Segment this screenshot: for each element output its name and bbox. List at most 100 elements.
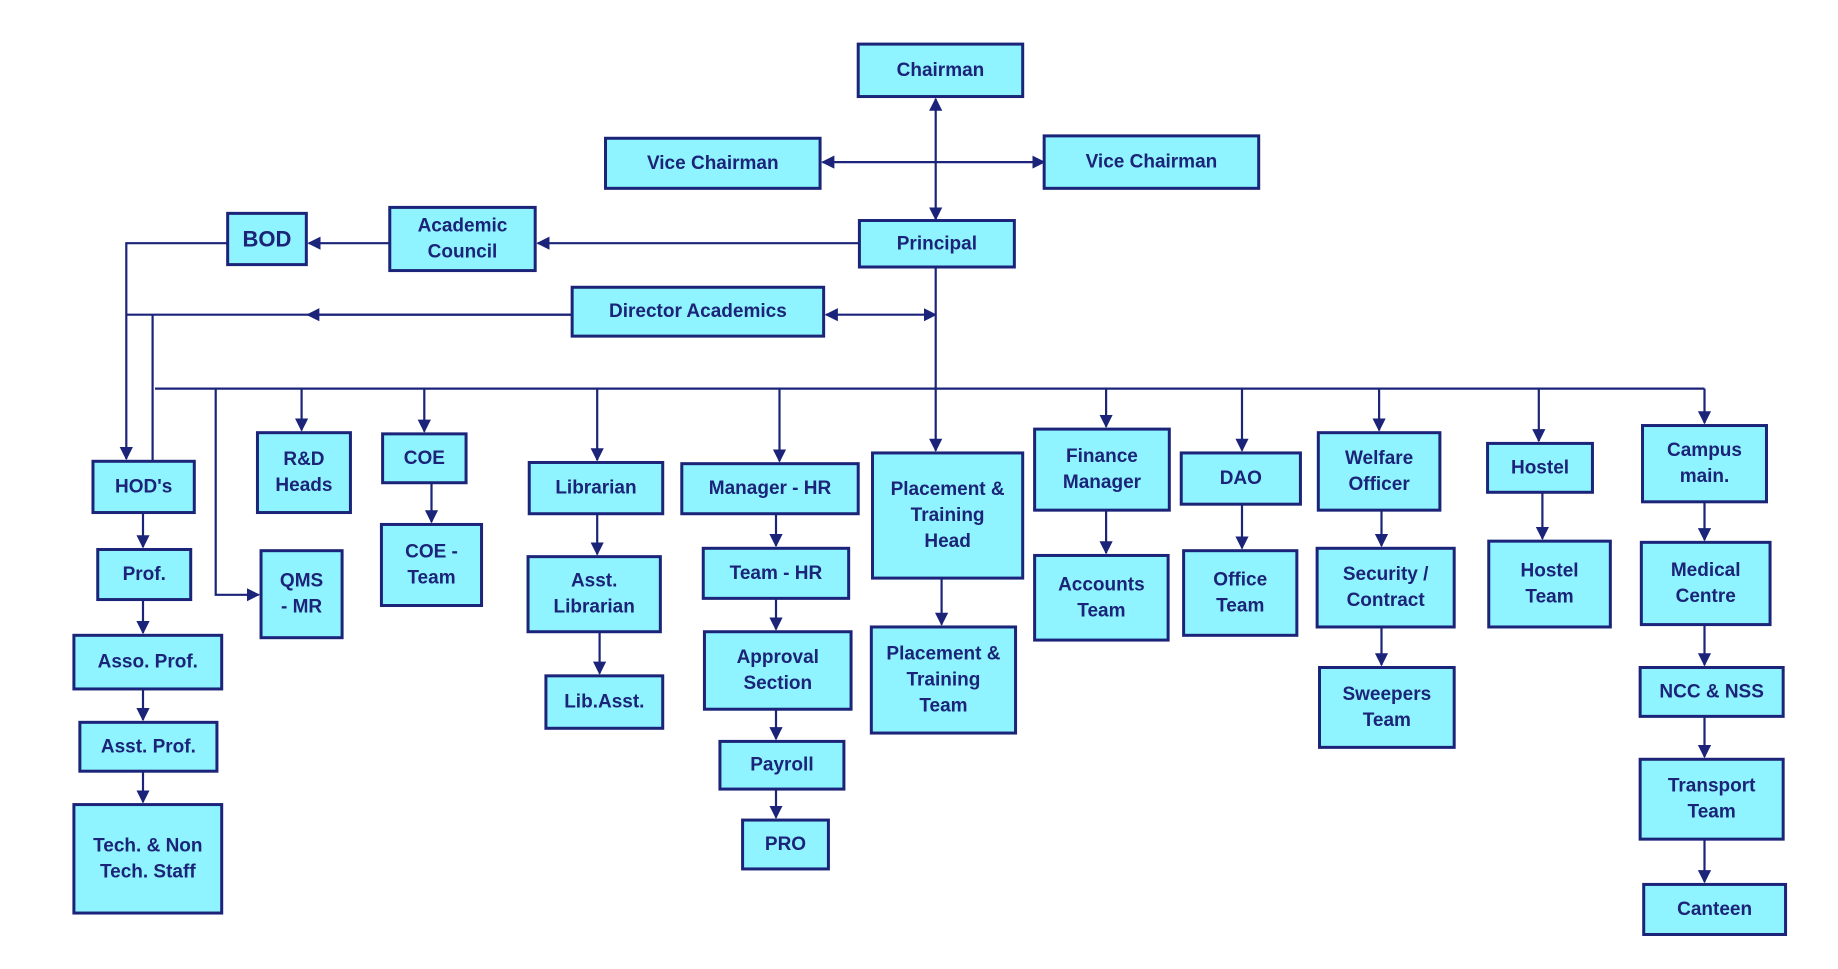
node-lib-asst: Lib.Asst.: [544, 674, 665, 730]
node-label: Placement &: [886, 644, 1000, 665]
node-label: Prof.: [123, 564, 166, 585]
node-bod: BOD: [226, 211, 308, 267]
node-label: Tech. Staff: [100, 861, 196, 882]
node-box: [1639, 540, 1772, 627]
node-coe: COE: [381, 432, 468, 485]
node-label: Principal: [897, 233, 977, 254]
node-label: Council: [428, 241, 498, 262]
node-asst-librarian: Asst. Librarian: [526, 555, 662, 634]
node-label: Team: [1363, 710, 1411, 731]
node-box: [702, 630, 853, 711]
node-box: [1316, 431, 1442, 512]
node-label: Approval: [737, 647, 819, 668]
node-label: DAO: [1220, 468, 1262, 489]
node-box: [1638, 665, 1785, 718]
node-label: Office: [1213, 569, 1267, 590]
node-manager-hr: Manager - HR: [680, 462, 860, 516]
node-box: [741, 818, 830, 871]
node-canteen: Canteen: [1642, 882, 1788, 936]
node-label: Medical: [1671, 560, 1741, 581]
node-vice-chairman-right: Vice Chairman: [1042, 134, 1261, 190]
node-librarian: Librarian: [527, 460, 665, 516]
node-box: [1487, 539, 1612, 629]
node-label: Director Academics: [609, 301, 787, 322]
node-label: Contract: [1347, 590, 1426, 611]
node-box: [1179, 451, 1302, 506]
node-label: Team: [919, 696, 967, 717]
node-payroll: Payroll: [718, 739, 846, 791]
node-label: Manager: [1063, 472, 1142, 493]
node-box: [857, 219, 1016, 269]
node-label: Canteen: [1677, 899, 1752, 920]
node-box: [381, 432, 468, 485]
node-box: [72, 803, 224, 915]
node-label: Team - HR: [730, 563, 823, 584]
node-box: [259, 549, 344, 640]
node-label: Tech. & Non: [93, 835, 202, 856]
node-box: [869, 625, 1018, 735]
node-label: Vice Chairman: [647, 153, 779, 174]
node-label: Asso. Prof.: [98, 652, 198, 673]
node-label: Manager - HR: [709, 478, 832, 499]
node-label: PRO: [765, 834, 806, 855]
node-box: [388, 205, 537, 273]
node-box: [680, 462, 860, 516]
node-security-contract: Security /Contract: [1315, 546, 1456, 629]
node-label: QMS: [280, 571, 323, 592]
node-box: [527, 460, 665, 516]
node-asso-prof: Asso. Prof.: [72, 633, 224, 691]
node-label: Training: [906, 670, 980, 691]
node-box: [856, 42, 1025, 99]
node-box: [91, 459, 196, 515]
node-hods: HOD's: [91, 459, 196, 515]
node-box: [1638, 757, 1785, 841]
node-box: [544, 674, 665, 730]
node-label: main.: [1680, 466, 1730, 487]
node-label: Placement &: [891, 479, 1005, 500]
node-label: Heads: [275, 475, 332, 496]
node-label: Team: [407, 567, 455, 588]
node-box: [718, 739, 846, 791]
node-label: Section: [743, 673, 812, 694]
node-box: [1182, 549, 1299, 637]
node-label: Academic: [418, 215, 508, 236]
node-label: Asst.: [571, 571, 617, 592]
node-label: Vice Chairman: [1086, 152, 1218, 173]
node-label: Sweepers: [1342, 684, 1431, 705]
node-box: [604, 136, 822, 190]
node-box: [379, 522, 484, 608]
node-label: Accounts: [1058, 574, 1145, 595]
node-pro: PRO: [741, 818, 830, 871]
node-principal: Principal: [857, 219, 1016, 269]
node-label: COE: [404, 448, 445, 469]
connectors: [119, 97, 1712, 884]
node-dao: DAO: [1179, 451, 1302, 506]
node-box: [1641, 424, 1768, 504]
node-box: [701, 546, 851, 600]
node-hostel: Hostel: [1486, 441, 1594, 494]
connector-line: [214, 388, 261, 602]
node-box: [1486, 441, 1594, 494]
node-label: Librarian: [554, 597, 635, 618]
node-label: Lib.Asst.: [564, 692, 644, 713]
node-qms-mr: QMS- MR: [259, 549, 344, 640]
node-label: Training: [911, 505, 985, 526]
node-label: Hostel: [1511, 457, 1569, 478]
node-box: [1033, 427, 1171, 512]
node-label: Team: [1216, 595, 1264, 616]
node-label: Campus: [1667, 440, 1742, 461]
node-chairman: Chairman: [856, 42, 1025, 99]
node-label: Transport: [1668, 776, 1756, 797]
node-box: [570, 285, 826, 338]
